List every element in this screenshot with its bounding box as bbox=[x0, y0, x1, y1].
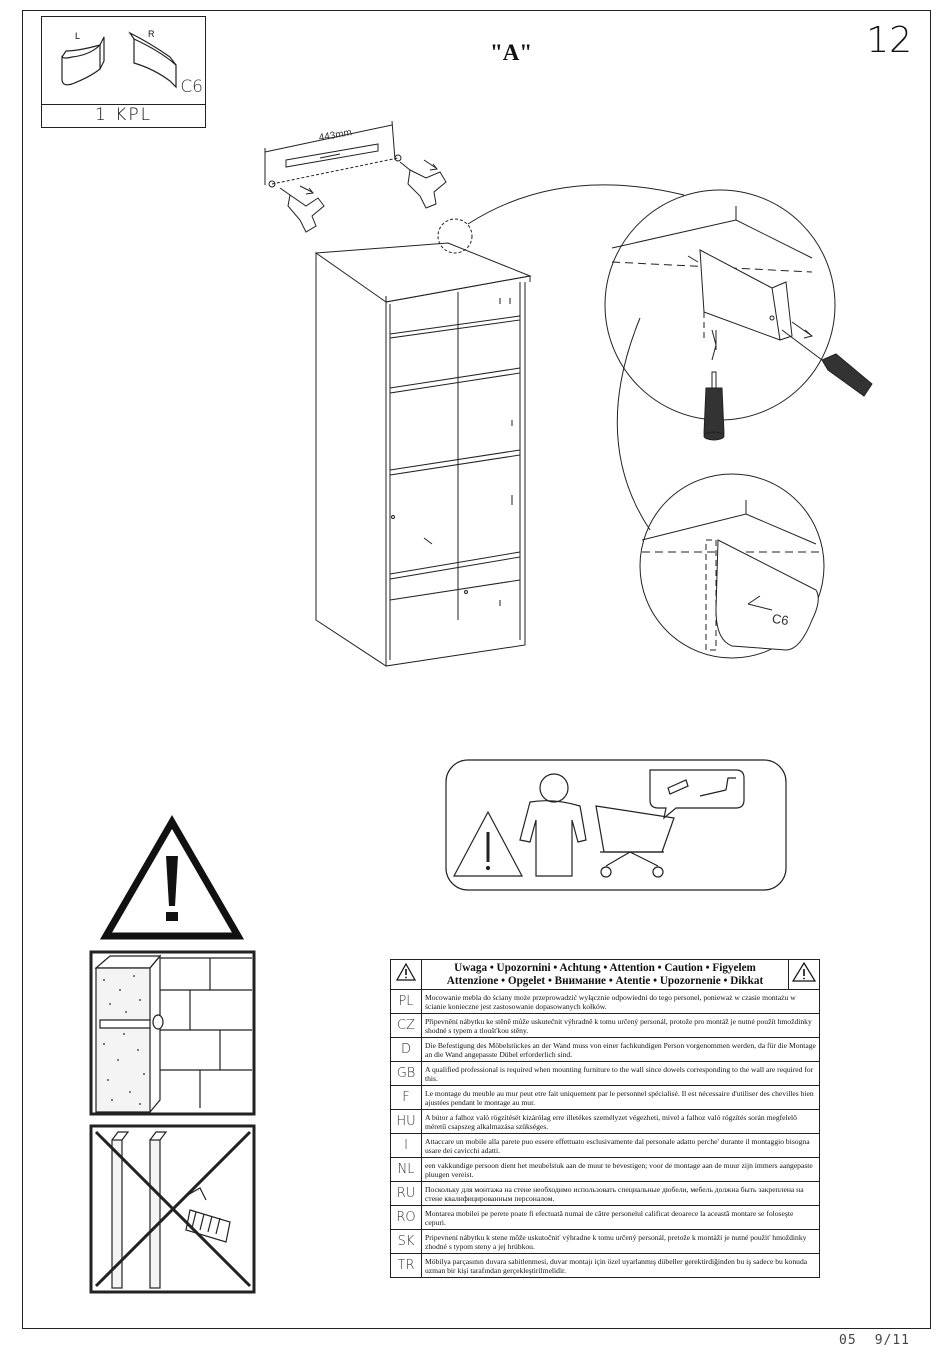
warning-text: A bútor a falhoz való rögzítését kizáról… bbox=[421, 1109, 820, 1134]
warning-heading-row: Uwaga • Upozornini • Achtung • Attention… bbox=[390, 959, 820, 990]
lang-code: TR bbox=[390, 1253, 422, 1278]
bracket-pair-icon bbox=[61, 31, 177, 89]
page-number: 12 bbox=[866, 20, 912, 61]
detail-circle-top bbox=[604, 189, 873, 441]
warning-text: Attaccare un mobile alla parete puo esse… bbox=[421, 1133, 820, 1158]
lang-code: NL bbox=[390, 1157, 422, 1182]
warning-text: een vakkundige persoon dient het meubels… bbox=[421, 1157, 820, 1182]
lang-code: HU bbox=[390, 1109, 422, 1134]
part-left-label: L bbox=[75, 31, 81, 41]
parts-box-divider bbox=[42, 104, 205, 105]
warning-text: Поскольку для монтажа на стене необходим… bbox=[421, 1181, 820, 1206]
lang-code: GB bbox=[390, 1061, 422, 1086]
lang-code: RU bbox=[390, 1181, 422, 1206]
warning-table: Uwaga • Upozornini • Achtung • Attention… bbox=[390, 959, 820, 1278]
warning-text: Montarea mobilei pe perete poate fi efec… bbox=[421, 1205, 820, 1230]
part-right-label: R bbox=[148, 29, 155, 39]
warning-heading-line2: Attenzione • Opgelet • Внимание • Atenti… bbox=[446, 974, 764, 987]
lang-code: RO bbox=[390, 1205, 422, 1230]
wall-rail-illustration bbox=[264, 120, 402, 188]
drill-left-icon bbox=[279, 185, 325, 233]
footer-code: 05 bbox=[839, 1333, 857, 1348]
warning-text: Pripevnení nábytku k stene môže uskutočn… bbox=[421, 1229, 820, 1254]
caution-icon bbox=[395, 962, 417, 981]
drill-right-icon bbox=[399, 159, 447, 209]
part-code: C6 bbox=[180, 77, 203, 97]
warning-text: Mocowanie mebla do ściany może przeprowa… bbox=[421, 989, 820, 1014]
expert-warning-panel bbox=[445, 759, 787, 891]
page-bottom-rule bbox=[22, 1328, 931, 1329]
caution-icon bbox=[791, 961, 817, 982]
incorrect-wall-mounting-icon bbox=[89, 1124, 256, 1294]
step-title: "A" bbox=[490, 40, 533, 65]
warning-heading-line1: Uwaga • Upozornini • Achtung • Attention… bbox=[454, 961, 756, 974]
bookcase-illustration bbox=[314, 242, 532, 667]
parts-box: L R C6 1 KPL bbox=[41, 16, 206, 128]
heading-icon-left-cell bbox=[390, 959, 422, 990]
warning-text: Připevnění nábytku ke stěně může uskuteč… bbox=[421, 1013, 820, 1038]
lang-code: SK bbox=[390, 1229, 422, 1254]
warning-text: Le montage du meuble au mur peut etre fa… bbox=[421, 1085, 820, 1110]
footer-page-code: 05 9/11 bbox=[839, 1333, 910, 1348]
warning-text: A qualified professional is required whe… bbox=[421, 1061, 820, 1086]
footer-pages: 9/11 bbox=[874, 1333, 910, 1348]
warning-triangle-icon bbox=[99, 815, 245, 940]
lang-code: CZ bbox=[390, 1013, 422, 1038]
warning-text: Die Befestigung des Möbelstückes an der … bbox=[421, 1037, 820, 1062]
lang-code: F bbox=[390, 1085, 422, 1110]
heading-icon-right-cell bbox=[788, 959, 820, 990]
lang-code: D bbox=[390, 1037, 422, 1062]
parts-quantity: 1 KPL bbox=[94, 105, 153, 125]
correct-wall-mounting-icon bbox=[89, 950, 256, 1116]
detail-circle-bottom bbox=[639, 473, 825, 659]
lang-code: I bbox=[390, 1133, 422, 1158]
detail-part-label: C6 bbox=[771, 610, 790, 629]
lang-code: PL bbox=[390, 989, 422, 1014]
page-frame bbox=[22, 10, 931, 1329]
warning-text: Möbilya parçasının duvara sabitlenmesi, … bbox=[421, 1253, 820, 1278]
warning-heading: Uwaga • Upozornini • Achtung • Attention… bbox=[421, 959, 789, 990]
